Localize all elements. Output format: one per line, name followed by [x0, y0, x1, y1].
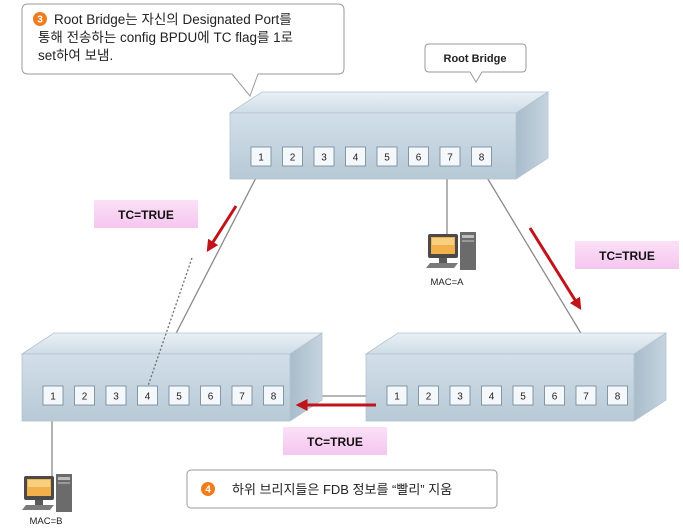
tc-label-right-text: TC=TRUE: [599, 249, 655, 263]
root-port-label-5: 5: [384, 153, 390, 164]
tc-label-left: TC=TRUE: [94, 200, 198, 228]
tc-label-bottom: TC=TRUE: [283, 427, 387, 455]
step-4-number: 4: [205, 485, 211, 496]
right-port-1: [386, 385, 408, 406]
root-port-label-2: 2: [290, 153, 296, 164]
root-port-3: [313, 146, 335, 167]
left-port-label-4: 4: [145, 392, 151, 403]
switch-right: 1 2 3 4 5 6 7 8: [364, 332, 668, 422]
root-port-6: [408, 146, 429, 167]
left-port-label-8: 8: [271, 392, 277, 403]
right-port-8: [607, 385, 628, 406]
left-port-label-3: 3: [113, 392, 119, 403]
switch-left: 1 2 3 4 5 6 7 8: [20, 332, 324, 422]
right-port-6: [544, 385, 565, 406]
note-step-4: 4 하위 브리지들은 FDB 정보를 “빨리” 지움: [186, 469, 498, 509]
right-port-label-2: 2: [426, 392, 432, 403]
root-port-4: [345, 146, 366, 167]
right-port-4: [481, 385, 502, 406]
right-port-3: [449, 385, 471, 406]
right-port-label-4: 4: [489, 392, 495, 403]
right-port-2: [418, 385, 439, 406]
right-port-label-1: 1: [394, 392, 400, 403]
right-port-label-7: 7: [583, 392, 589, 403]
left-port-3: [105, 385, 127, 406]
root-port-label-4: 4: [353, 153, 359, 164]
tc-arrow-right: [528, 227, 582, 311]
root-port-8: [471, 146, 492, 167]
tc-label-left-text: TC=TRUE: [118, 208, 174, 222]
right-port-label-5: 5: [520, 392, 526, 403]
root-port-1: [250, 146, 272, 167]
note-step-4-text: 하위 브리지들은 FDB 정보를 “빨리” 지움: [232, 482, 452, 497]
left-port-8: [263, 385, 284, 406]
step-3-badge: [33, 12, 47, 26]
root-port-5: [376, 146, 398, 167]
left-port-label-2: 2: [82, 392, 88, 403]
right-port-5: [512, 385, 534, 406]
left-port-4: [137, 385, 158, 406]
callout-line-3: set하여 보냄.: [38, 48, 113, 63]
root-port-2: [282, 146, 303, 167]
left-port-6: [200, 385, 221, 406]
right-port-label-6: 6: [552, 392, 558, 403]
step-3-number: 3: [37, 15, 43, 26]
left-port-label-6: 6: [208, 392, 214, 403]
host-b-computer-icon: [22, 474, 72, 512]
left-port-1: [42, 385, 64, 406]
root-port-label-7: 7: [447, 153, 453, 164]
host-a-label: MAC=A: [431, 277, 465, 288]
root-port-7: [439, 146, 461, 167]
left-port-label-1: 1: [50, 392, 56, 403]
right-port-7: [575, 385, 597, 406]
root-port-label-1: 1: [258, 153, 264, 164]
host-b-label: MAC=B: [30, 516, 63, 527]
host-a-computer-icon: [426, 232, 476, 270]
tc-arrow-left: [206, 205, 238, 253]
step-4-badge: [201, 482, 215, 496]
left-port-7: [231, 385, 253, 406]
tc-label-bottom-text: TC=TRUE: [307, 435, 363, 449]
switch-root-bridge: 1 2 3 4 5 6 7 8: [228, 91, 550, 180]
root-bridge-label-box: Root Bridge: [424, 43, 527, 83]
right-port-label-8: 8: [615, 392, 621, 403]
right-port-label-3: 3: [457, 392, 463, 403]
root-bridge-label: Root Bridge: [444, 53, 507, 65]
callout-root-bridge: 3 Root Bridge는 자신의 Designated Port를 통해 전…: [21, 3, 345, 97]
root-port-label-6: 6: [416, 153, 422, 164]
callout-line-2: 통해 전송하는 config BPDU에 TC flag를 1로: [38, 30, 293, 45]
root-port-label-3: 3: [321, 153, 327, 164]
link-blocked-dotted: [147, 257, 193, 387]
root-port-label-8: 8: [479, 153, 485, 164]
callout-line-1: Root Bridge는 자신의 Designated Port를: [54, 12, 292, 27]
left-port-label-5: 5: [176, 392, 182, 403]
left-port-5: [168, 385, 190, 406]
left-port-2: [74, 385, 95, 406]
tc-label-right: TC=TRUE: [575, 241, 679, 269]
left-port-label-7: 7: [239, 392, 245, 403]
